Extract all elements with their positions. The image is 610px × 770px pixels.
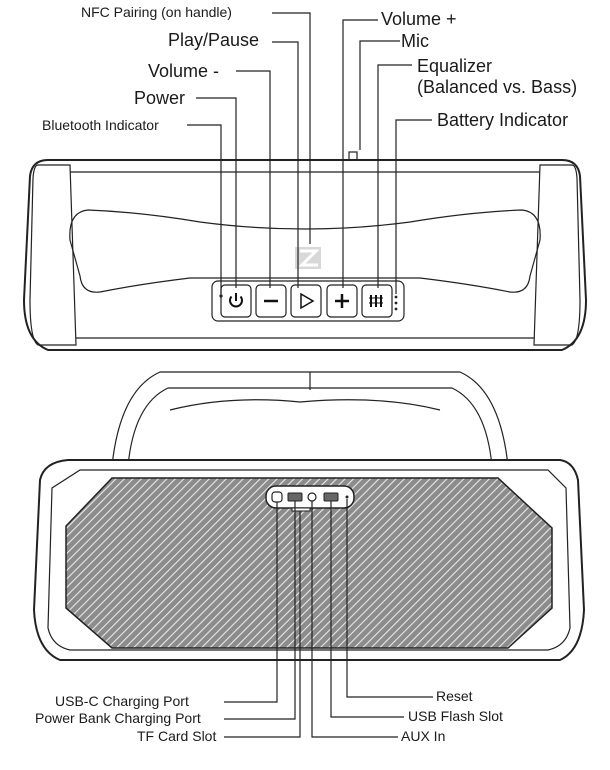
label-equalizer-sub: (Balanced vs. Bass) (417, 77, 577, 97)
label-power: Power (134, 88, 185, 108)
label-play-pause: Play/Pause (168, 30, 259, 50)
plus-icon (335, 294, 349, 308)
usb-c-port[interactable] (271, 491, 283, 503)
usb-flash-port[interactable] (323, 492, 339, 502)
play-pause-button[interactable] (290, 284, 322, 318)
label-equalizer: Equalizer (417, 56, 492, 76)
front-view-speaker (32, 371, 586, 661)
label-nfc: NFC Pairing (on handle) (81, 4, 232, 20)
label-aux: AUX In (401, 728, 445, 744)
label-power-bank: Power Bank Charging Port (35, 710, 201, 726)
battery-indicator-dot-3 (394, 307, 398, 311)
tf-card-slot[interactable] (291, 507, 311, 512)
label-volume-down: Volume - (148, 61, 219, 81)
aux-port[interactable] (307, 492, 317, 502)
volume-up-button[interactable] (326, 284, 358, 318)
reset-pinhole[interactable] (345, 495, 349, 499)
front-view-labels: USB-C Charging Port Power Bank Charging … (35, 688, 503, 744)
equalizer-icon (369, 295, 383, 307)
top-view-speaker (22, 151, 588, 351)
label-mic: Mic (401, 31, 429, 51)
label-usb-c: USB-C Charging Port (55, 693, 189, 709)
label-tf-card: TF Card Slot (137, 728, 216, 744)
equalizer-button[interactable] (361, 284, 393, 318)
speaker-grille (65, 477, 553, 649)
brand-logo (295, 247, 321, 269)
battery-indicator-dot (394, 295, 398, 299)
label-reset: Reset (436, 688, 473, 704)
top-view-leaders (187, 12, 432, 294)
power-bank-port[interactable] (287, 492, 303, 502)
port-panel (265, 485, 355, 512)
power-icon (229, 293, 243, 308)
label-volume-up: Volume + (381, 9, 457, 29)
top-view-labels: NFC Pairing (on handle) Play/Pause Volum… (42, 4, 577, 133)
label-usb-flash: USB Flash Slot (408, 708, 503, 724)
volume-down-button[interactable] (255, 284, 287, 318)
label-battery: Battery Indicator (437, 110, 568, 130)
play-icon (300, 292, 315, 310)
front-view-leaders (224, 499, 433, 738)
label-bluetooth: Bluetooth Indicator (42, 117, 159, 133)
battery-indicator-dot-2 (394, 301, 398, 305)
